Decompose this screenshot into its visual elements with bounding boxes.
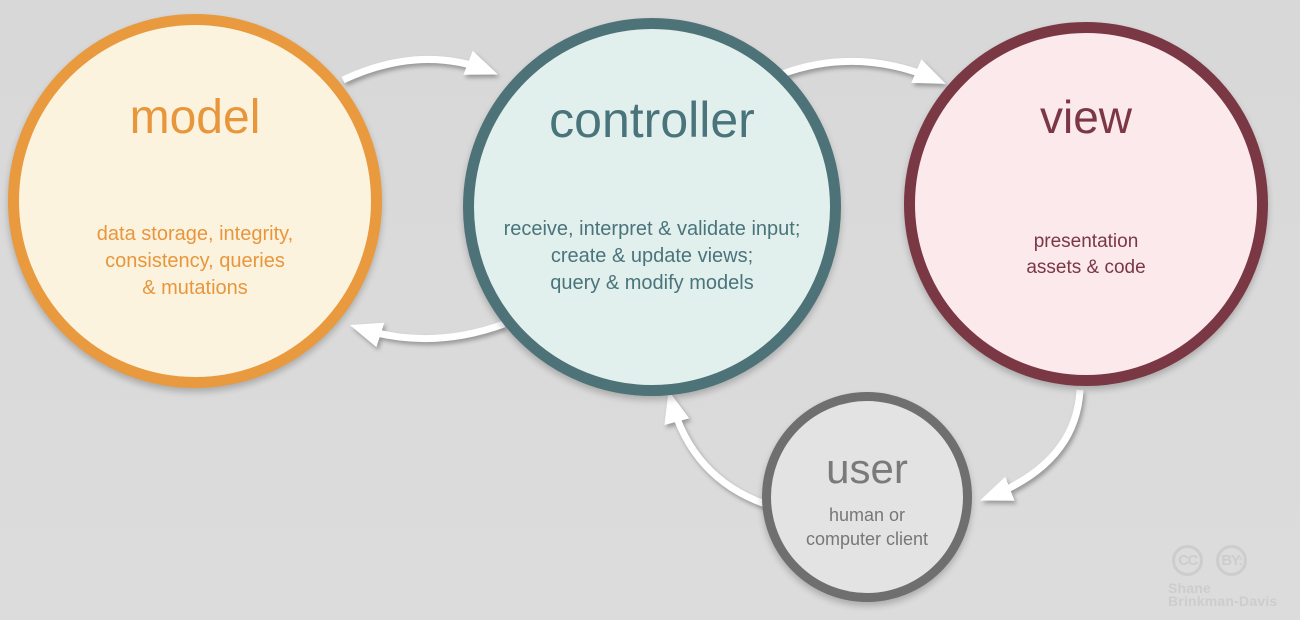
by-license-icon: BY: — [1216, 545, 1247, 576]
author-name-line: Shane — [1168, 580, 1212, 596]
license-attribution: CC BY: Shane Brinkman-Davis — [1168, 545, 1284, 608]
controller-title: controller — [549, 92, 755, 148]
cc-license-icon: CC — [1172, 545, 1203, 576]
arrow-view-to-user-icon — [980, 389, 1084, 501]
controller-description-line: receive, interpret & validate input; — [503, 218, 801, 240]
user-title: user — [826, 445, 908, 492]
user-description-line: human or — [828, 505, 906, 525]
arrow-controller-to-model-icon — [349, 320, 506, 348]
author-name: Shane Brinkman-Davis — [1168, 580, 1284, 609]
model-title: model — [129, 91, 261, 144]
user-description-line: computer client — [805, 529, 929, 549]
view-node: view presentation assets & code — [904, 22, 1268, 386]
license-badges: CC BY: — [1172, 545, 1284, 576]
arrow-model-to-controller-icon — [341, 50, 498, 84]
user-description: human or computer client — [771, 503, 963, 551]
view-description-line: assets & code — [1026, 257, 1146, 278]
controller-description: receive, interpret & validate input; cre… — [474, 216, 830, 297]
model-description-line: consistency, queries — [105, 250, 285, 272]
view-title: view — [1039, 91, 1133, 143]
arrow-user-to-controller-icon — [664, 390, 767, 508]
controller-description-line: create & update views; — [550, 245, 754, 267]
arrow-controller-to-view-icon — [780, 57, 946, 84]
model-node: model data storage, integrity, consisten… — [8, 14, 382, 388]
author-name-line: Brinkman-Davis — [1168, 593, 1278, 609]
user-node: user human or computer client — [762, 392, 972, 602]
controller-description-line: query & modify models — [550, 272, 754, 294]
model-description-line: data storage, integrity, — [96, 223, 294, 245]
model-description: data storage, integrity, consistency, qu… — [19, 221, 371, 302]
view-description-line: presentation — [1033, 231, 1139, 252]
model-description-line: & mutations — [142, 277, 248, 299]
view-description: presentation assets & code — [915, 229, 1257, 281]
controller-node: controller receive, interpret & validate… — [463, 18, 841, 396]
